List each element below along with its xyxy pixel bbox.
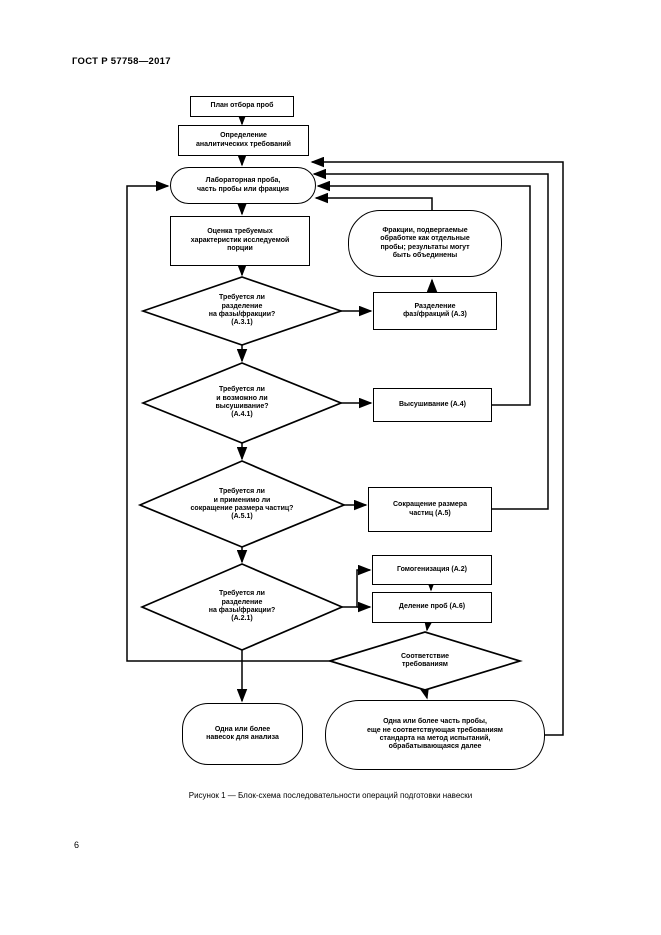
node-drying: Высушивание (А.4): [373, 388, 492, 422]
node-sampling-plan: План отбора проб: [190, 96, 294, 117]
decision-phase-separation-shape: [140, 276, 344, 346]
decision-drying-label: Требуется ли и возможно ли высушивание? …: [215, 386, 269, 419]
page-number: 6: [74, 840, 80, 850]
decision-phase-separation-label: Требуется ли разделение на фазы/фракции?…: [208, 294, 276, 327]
arrow-division-to-conformance: [423, 617, 434, 632]
arrow-conformance-to-nonconforming: [418, 685, 430, 700]
node-size-reduction: Сокращение размера частиц (А.5): [368, 487, 492, 532]
node-fractions-note: Фракции, подвергаемые обработке как отде…: [348, 210, 502, 277]
node-homogenization: Гомогенизация (А.2): [372, 555, 492, 585]
node-test-portions: Одна или более навесок для анализа: [182, 703, 303, 765]
node-laboratory-sample: Лабораторная проба, часть пробы или фрак…: [170, 167, 316, 204]
decision-conformance-label: Соответствие требованиям: [400, 652, 450, 668]
node-analytical-requirements: Определение аналитических требований: [178, 125, 309, 156]
figure-caption: Рисунок 1 — Блок-схема последовательност…: [188, 791, 473, 800]
feedback-size-reduction-to-labsample: [312, 168, 549, 510]
feedback-left-to-labsample: [126, 180, 330, 662]
decision-size-reduction-label: Требуется ли и применимо ли сокращение р…: [190, 488, 294, 521]
node-assessment: Оценка требуемых характеристик исследуем…: [170, 216, 310, 266]
feedback-nonconforming-to-labsample: [310, 156, 564, 736]
standard-number: ГОСТ Р 57758—2017: [72, 56, 171, 67]
feedback-fractions-note-to-labsample: [314, 192, 433, 210]
decision-size-reduction-shape: [137, 460, 347, 548]
decision-drying-shape: [140, 362, 344, 444]
decision-division-shape: [139, 563, 345, 651]
arrow-a21-to-homogenization: [342, 564, 372, 608]
decision-conformance-shape: [327, 631, 523, 691]
node-sample-division: Деление проб (А.6): [372, 592, 492, 623]
node-nonconforming-subsamples: Одна или более часть пробы, еще не соотв…: [325, 700, 545, 770]
feedback-drying-to-labsample: [316, 180, 531, 406]
node-phase-separation: Разделение фаз/фракций (А.3): [373, 292, 497, 330]
decision-division-label: Требуется ли разделение на фазы/фракции?…: [208, 590, 276, 623]
